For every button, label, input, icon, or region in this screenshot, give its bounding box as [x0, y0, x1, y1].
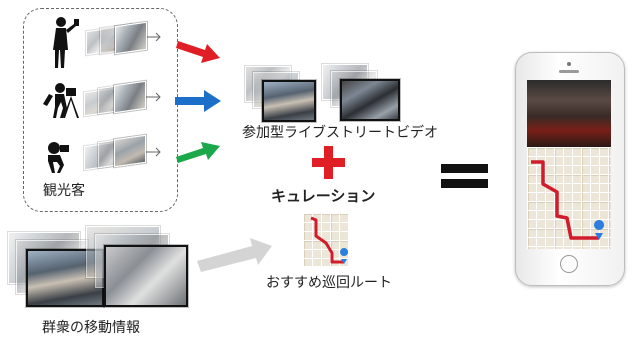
person-standing-phone-icon — [53, 17, 79, 68]
person-camera-tripod-icon — [43, 83, 79, 118]
label-recommended-route: おすすめ巡回ルート — [266, 275, 392, 291]
equals-bar-top — [441, 164, 488, 173]
tourist-group-box — [23, 8, 178, 212]
plus-sign-vertical — [324, 146, 333, 179]
phone-temple-photo — [527, 80, 611, 147]
map-pin-icon-phone — [594, 220, 605, 240]
person-crouching-camera-icon — [48, 142, 69, 173]
arrow-green — [176, 142, 220, 163]
arrow-blue — [175, 90, 221, 112]
phone-home-button — [560, 255, 578, 273]
label-participatory-video: 参加型ライブストリートビデオ — [242, 125, 438, 141]
stack-arrows — [146, 32, 161, 157]
label-tourists: 観光客 — [43, 183, 85, 199]
label-curation: キュレーション — [271, 187, 376, 205]
label-crowd-movement: 群衆の移動情報 — [42, 320, 140, 336]
phone-route-svg — [531, 160, 605, 240]
map-pin-icon-small — [340, 248, 349, 264]
phone-speaker — [559, 70, 579, 73]
arrow-red — [176, 41, 220, 63]
phone-screen — [527, 80, 611, 249]
arrow-gray — [197, 238, 272, 272]
route-line-phone — [531, 160, 599, 240]
phone-camera-dot — [567, 62, 571, 66]
equals-bar-bottom — [441, 179, 488, 188]
route-line-small — [310, 216, 344, 264]
